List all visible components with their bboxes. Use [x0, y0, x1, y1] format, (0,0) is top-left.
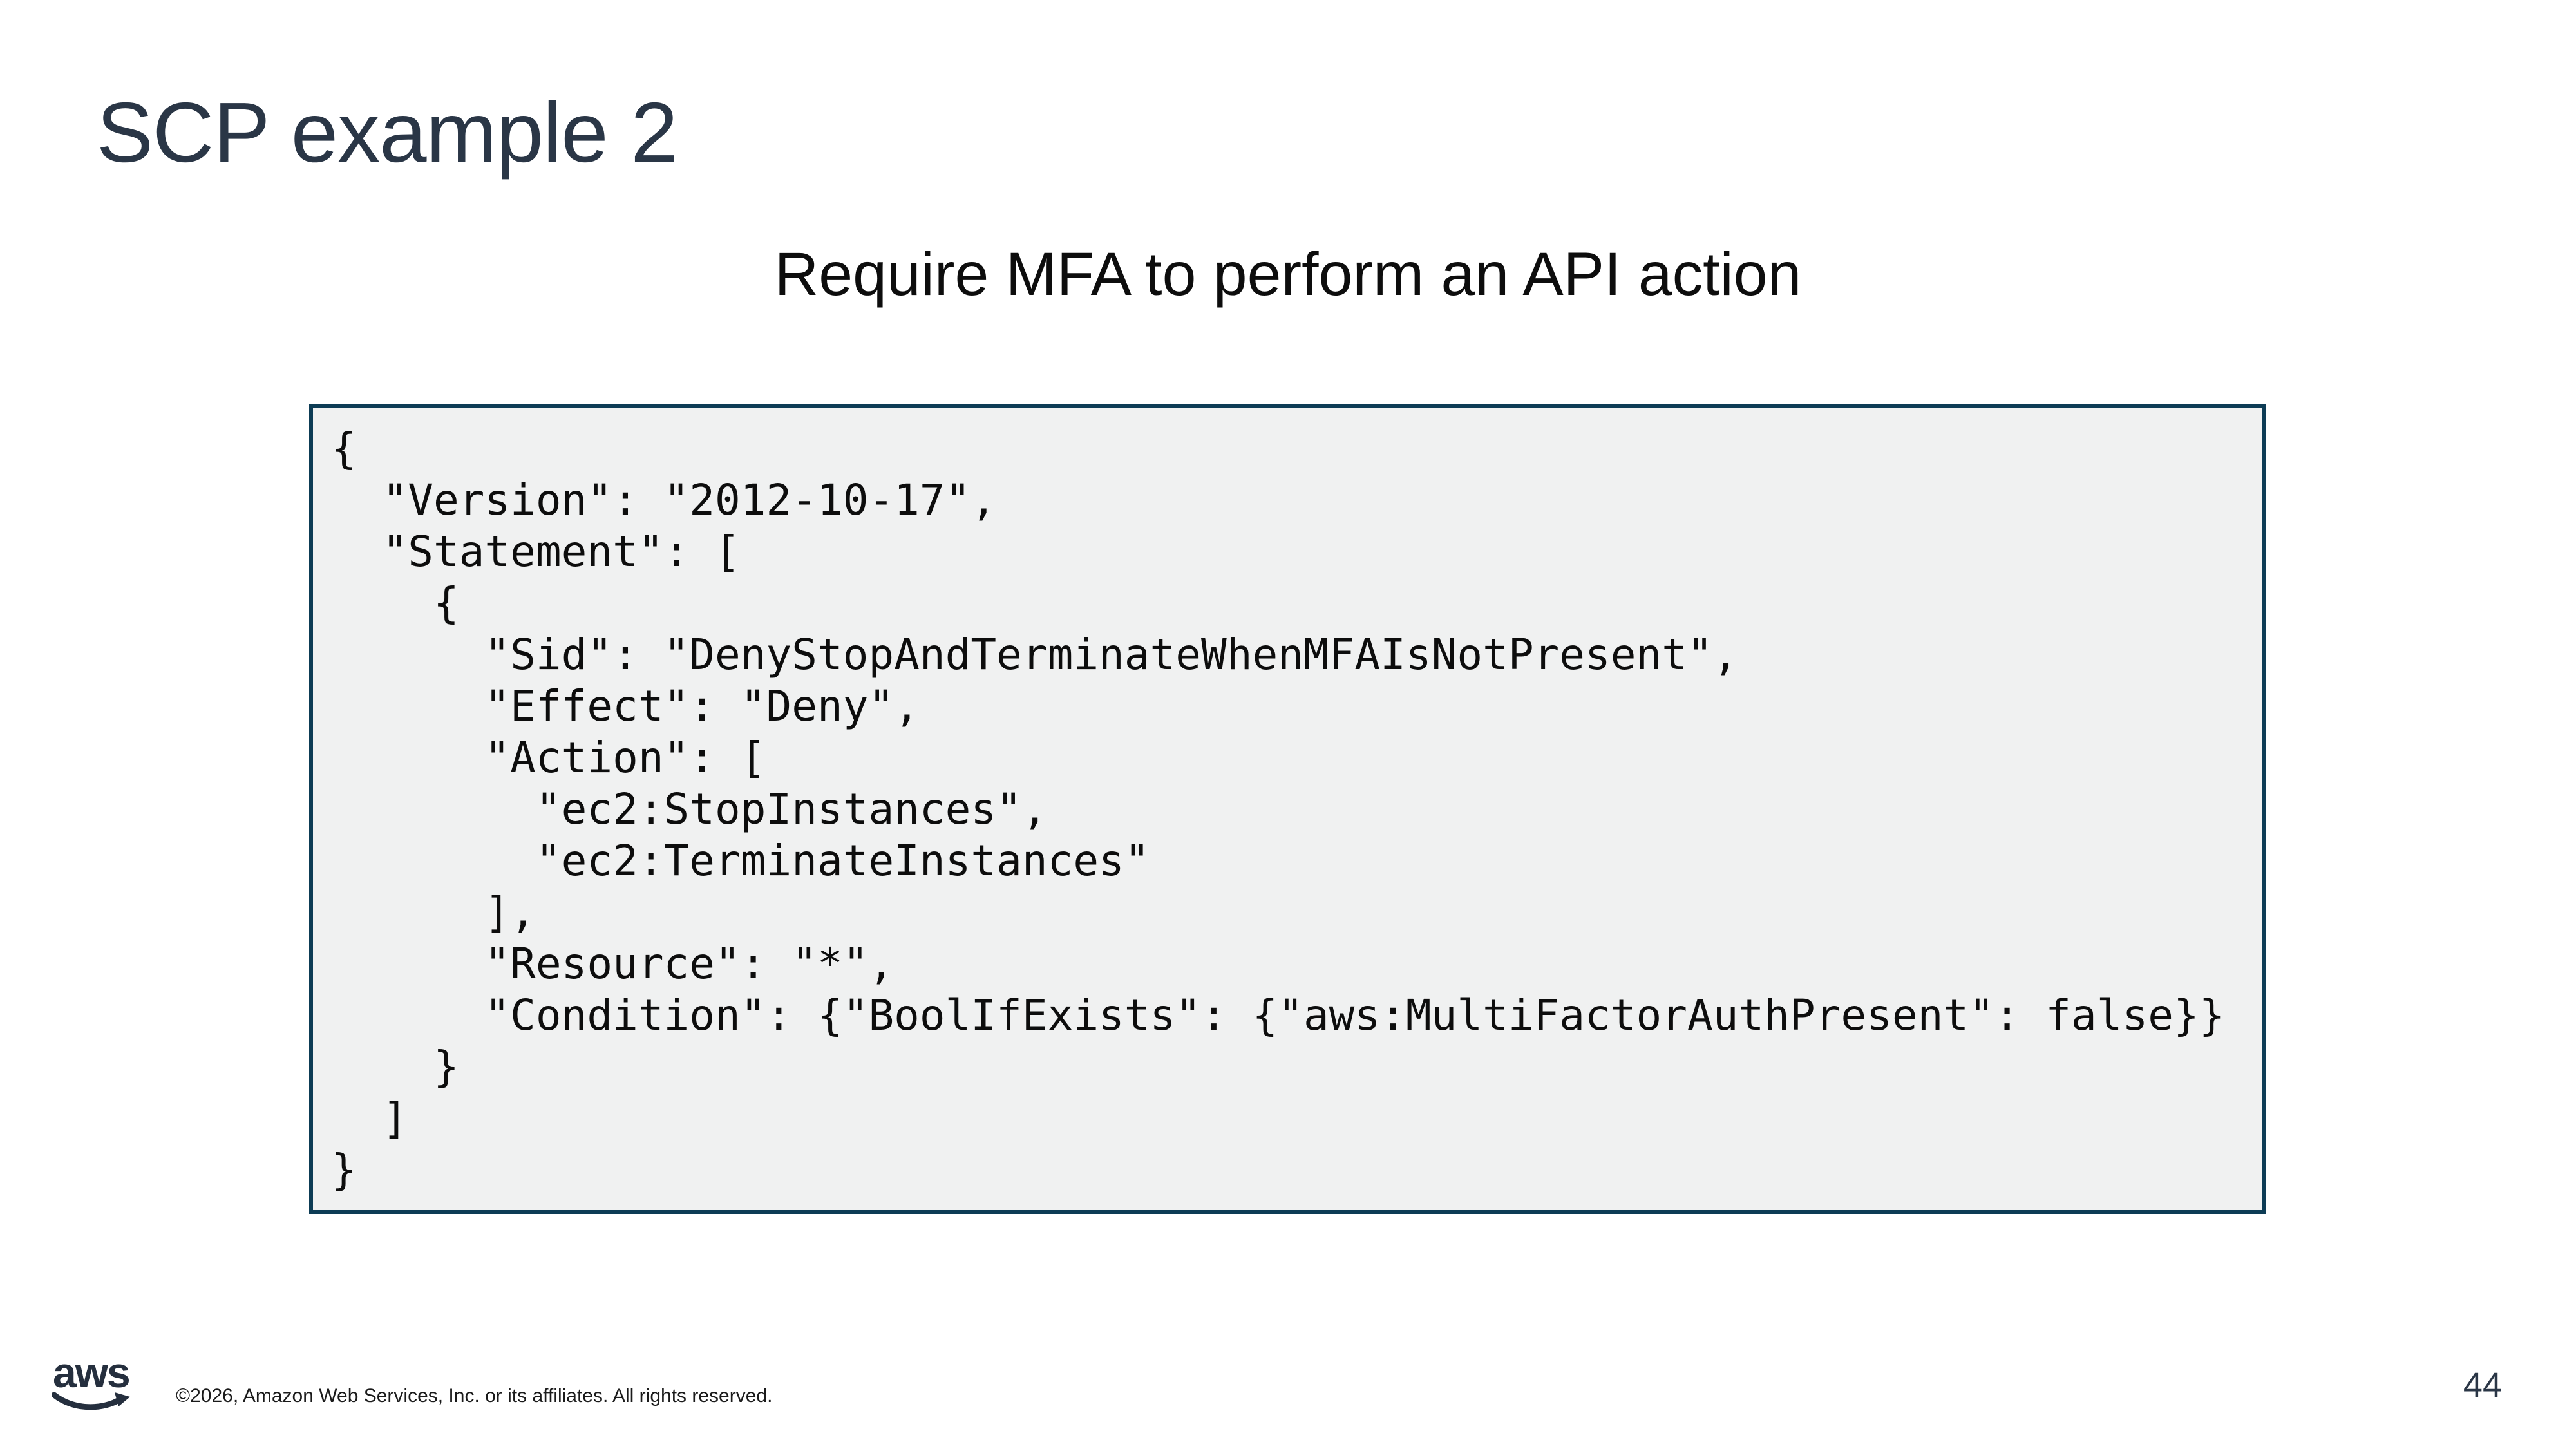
aws-logo: aws	[52, 1351, 135, 1416]
code-line: "Sid": "DenyStopAndTerminateWhenMFAIsNot…	[331, 630, 1739, 679]
code-line: "Condition": {"BoolIfExists": {"aws:Mult…	[331, 990, 2225, 1040]
scp-policy-code-block: { "Version": "2012-10-17", "Statement": …	[309, 404, 2266, 1214]
code-line: "ec2:TerminateInstances"	[331, 836, 1150, 886]
scp-policy-code-content: { "Version": "2012-10-17", "Statement": …	[313, 408, 2262, 1196]
copyright-text: ©2026, Amazon Web Services, Inc. or its …	[176, 1385, 773, 1406]
code-line: {	[331, 578, 459, 628]
aws-smile-arrow-icon	[52, 1392, 130, 1410]
code-line: "Statement": [	[331, 527, 741, 576]
page-number: 44	[2463, 1366, 2502, 1405]
code-line: ]	[331, 1094, 408, 1143]
code-line: ],	[331, 887, 536, 937]
code-line: {	[331, 424, 357, 473]
code-line: "Version": "2012-10-17",	[331, 475, 997, 525]
slide-title: SCP example 2	[97, 85, 678, 180]
code-line: }	[331, 1042, 459, 1092]
code-line: "ec2:StopInstances",	[331, 784, 1048, 834]
aws-logo-text: aws	[53, 1349, 131, 1396]
code-line: "Action": [	[331, 733, 766, 782]
code-line: }	[331, 1145, 357, 1195]
slide-subtitle: Require MFA to perform an API action	[774, 240, 1802, 308]
code-line: "Effect": "Deny",	[331, 681, 920, 731]
code-line: "Resource": "*",	[331, 939, 895, 989]
